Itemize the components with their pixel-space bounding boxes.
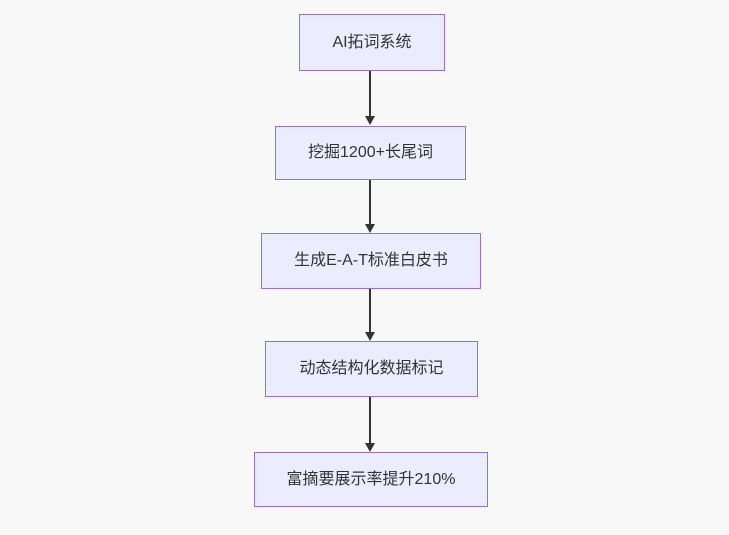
arrow-line <box>369 180 371 224</box>
arrow-down-icon <box>365 332 375 341</box>
node-label: 动态结构化数据标记 <box>299 360 444 378</box>
node-label: 富摘要展示率提升210% <box>286 470 456 488</box>
arrow-line <box>369 289 371 332</box>
node-label: 生成E-A-T标准白皮书 <box>294 252 448 270</box>
flowchart-node-rich-snippet-rate: 富摘要展示率提升210% <box>254 452 488 507</box>
arrow-line <box>369 71 371 116</box>
edge-arrow-d-to-e <box>364 397 376 452</box>
node-label: 挖掘1200+长尾词 <box>308 144 433 162</box>
flowchart-node-structured-data-markup: 动态结构化数据标记 <box>265 341 478 397</box>
flowchart-node-ai-word-expansion-system: AI拓词系统 <box>299 14 445 71</box>
edge-arrow-a-to-b <box>364 71 376 125</box>
arrow-line <box>369 397 371 443</box>
edge-arrow-c-to-d <box>364 289 376 341</box>
flowchart-node-longtail-keywords: 挖掘1200+长尾词 <box>275 126 466 180</box>
node-label: AI拓词系统 <box>332 33 412 51</box>
arrow-down-icon <box>365 224 375 233</box>
edge-arrow-b-to-c <box>364 180 376 233</box>
arrow-down-icon <box>365 443 375 452</box>
arrow-down-icon <box>365 116 375 125</box>
flowchart-node-eat-whitepaper: 生成E-A-T标准白皮书 <box>261 233 481 289</box>
